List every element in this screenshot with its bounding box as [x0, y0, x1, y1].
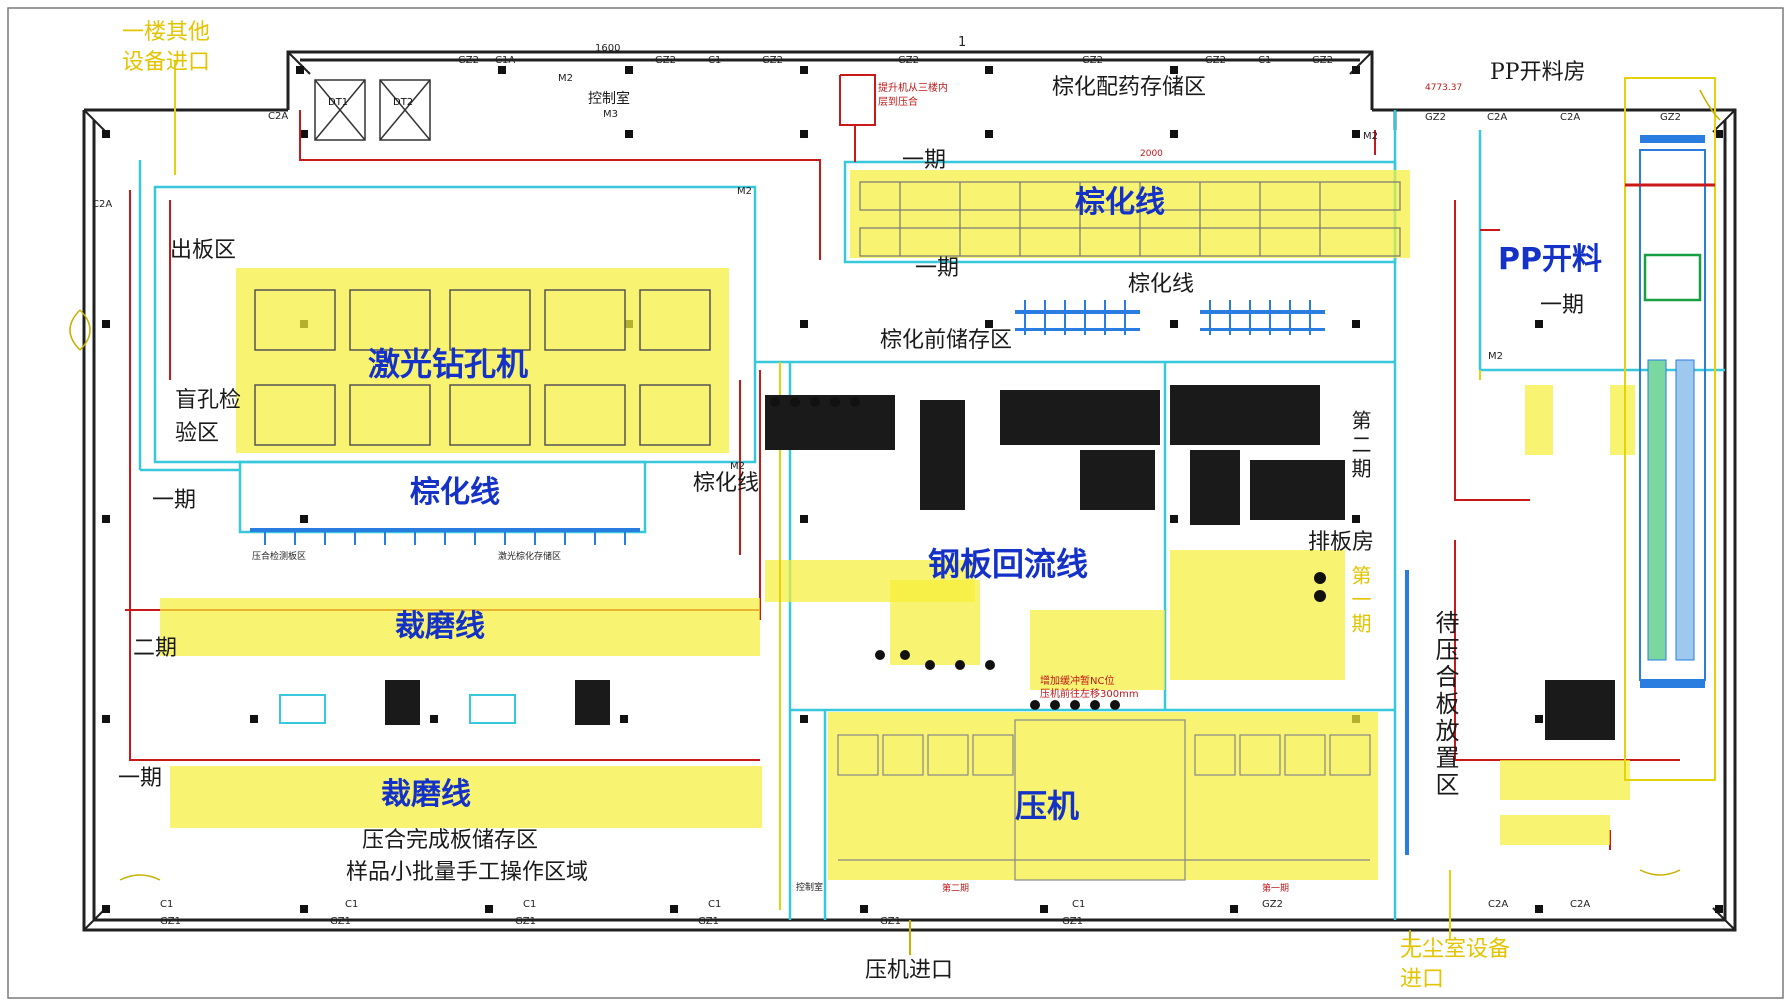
- sample-area-label: 样品小批量手工操作区域: [346, 860, 589, 885]
- phase-label: 一期: [118, 766, 163, 791]
- control-room-label: 控制室: [588, 91, 630, 107]
- phase-label: 一期: [915, 256, 960, 281]
- door-label: GZ2: [655, 55, 676, 66]
- door-label: GZ2: [762, 55, 783, 66]
- layup-room-label: 排板房: [1308, 530, 1375, 555]
- door-label: GZ1: [1062, 916, 1083, 927]
- door-label: C1: [160, 899, 174, 910]
- brown-line-small-label: 棕化线: [693, 471, 760, 496]
- door-label: GZ2: [1262, 899, 1283, 910]
- door-label: C1A: [495, 55, 516, 66]
- brown-line-equipment: [859, 181, 1401, 257]
- elevator-label: DT2: [393, 97, 414, 108]
- cut-grind-zone: 裁磨线: [381, 777, 471, 812]
- press-entry-label: 压机进口: [865, 958, 954, 983]
- phase-label: 二期: [133, 636, 178, 661]
- phase-vertical-label: 第一期: [1348, 565, 1372, 637]
- brown-line-small-label: 棕化线: [1128, 272, 1195, 297]
- door-label: C2A: [268, 111, 289, 122]
- door-label: M2: [558, 73, 573, 84]
- door-label: M3: [603, 109, 618, 120]
- phase-label: 一期: [1540, 293, 1585, 318]
- cleanroom-entry-label: 无尘室设备进口: [1400, 937, 1511, 992]
- door-label: GZ1: [160, 916, 181, 927]
- reflow-rollers: [770, 397, 1326, 710]
- brown-line-left-zone: 棕化线: [410, 475, 500, 510]
- phase-label: 一期: [902, 148, 947, 173]
- reflow-equipment: [385, 385, 1615, 740]
- pp-racks: [1625, 149, 1715, 681]
- door-label: C1: [708, 899, 722, 910]
- first-floor-entry-label: 一楼其他设备进口: [122, 20, 211, 75]
- press-zone: 压机: [1015, 787, 1080, 825]
- elevators: [314, 79, 431, 141]
- door-label: GZ1: [515, 916, 536, 927]
- dimension-label: 1600: [595, 43, 621, 54]
- pp-cut-zone: PP开料: [1498, 242, 1602, 277]
- phase-vertical-label: 第二期: [1348, 410, 1372, 482]
- phase-note: 第二期: [942, 884, 970, 894]
- cyan-machines: [279, 694, 516, 724]
- door-label: M2: [1488, 351, 1503, 362]
- door-label: M2: [1363, 131, 1378, 142]
- laser-drill-zone: 激光钻孔机: [368, 345, 529, 383]
- press-note: 压机前往左移300mm: [1040, 689, 1139, 700]
- door-label: GZ1: [698, 916, 719, 927]
- door-label: GZ2: [1660, 112, 1681, 123]
- pp-room-label: PP开料房: [1490, 60, 1586, 85]
- door-label: GZ2: [1425, 112, 1446, 123]
- brown-storage-label: 棕化配药存储区: [1052, 75, 1207, 100]
- door-label: C2A: [1488, 899, 1509, 910]
- door-label: C2A: [1570, 899, 1591, 910]
- door-label: C2A: [1560, 112, 1581, 123]
- door-label: GZ2: [1205, 55, 1226, 66]
- yellow-highlights: [160, 170, 1635, 880]
- board-out-label: 出板区: [170, 238, 237, 263]
- door-label: GZ2: [458, 55, 479, 66]
- door-label: C2A: [92, 199, 113, 210]
- door-label: GZ2: [1082, 55, 1103, 66]
- door-label: C2A: [1487, 112, 1508, 123]
- door-label: C1: [523, 899, 537, 910]
- press-note: 增加缓冲暂NC位: [1040, 676, 1115, 687]
- lift-note: 层到压合: [878, 97, 918, 108]
- elevator-label: DT1: [328, 97, 349, 108]
- finished-storage-label: 压合完成板储存区: [362, 828, 539, 853]
- control-note: 控制室: [796, 883, 824, 893]
- marker-label: 1: [958, 35, 967, 50]
- door-label: M2: [737, 186, 752, 197]
- door-swings: [69, 89, 1721, 881]
- dimension-label: 2000: [1140, 149, 1163, 159]
- door-label: GZ1: [330, 916, 351, 927]
- door-label: GZ2: [898, 55, 919, 66]
- phase-label: 一期: [152, 488, 197, 513]
- phase-note: 第一期: [1262, 884, 1290, 894]
- yellow-lines: [174, 60, 1716, 940]
- dimension-label: 4773.37: [1425, 83, 1463, 93]
- steel-reflow-zone: 钢板回流线: [928, 545, 1089, 583]
- blind-hole-label: 盲孔检: [175, 388, 242, 413]
- page-frame: [7, 7, 1784, 999]
- blind-hole-label: 验区: [175, 421, 220, 446]
- press-equipment: [837, 719, 1371, 881]
- pending-press-label: 待压合板放置区: [1431, 610, 1459, 799]
- laser-drill-machines: [254, 289, 711, 446]
- lift-note: 提升机从三楼内: [878, 83, 948, 94]
- door-label: GZ1: [880, 916, 901, 927]
- door-label: C1: [1258, 55, 1272, 66]
- door-label: M2: [730, 461, 745, 472]
- rack-ticks: [264, 300, 1311, 545]
- brown-line-zone: 棕化线: [1075, 185, 1165, 220]
- door-label: C1: [345, 899, 359, 910]
- cut-grind-zone: 裁磨线: [395, 609, 485, 644]
- door-label: GZ2: [1312, 55, 1333, 66]
- door-label: C1: [1072, 899, 1086, 910]
- door-label: C1: [708, 55, 722, 66]
- pre-brown-storage-label: 棕化前储存区: [880, 328, 1013, 353]
- tiny-zone-label: 压合检测板区: [252, 552, 307, 562]
- tiny-zone-label: 激光棕化存储区: [498, 552, 562, 562]
